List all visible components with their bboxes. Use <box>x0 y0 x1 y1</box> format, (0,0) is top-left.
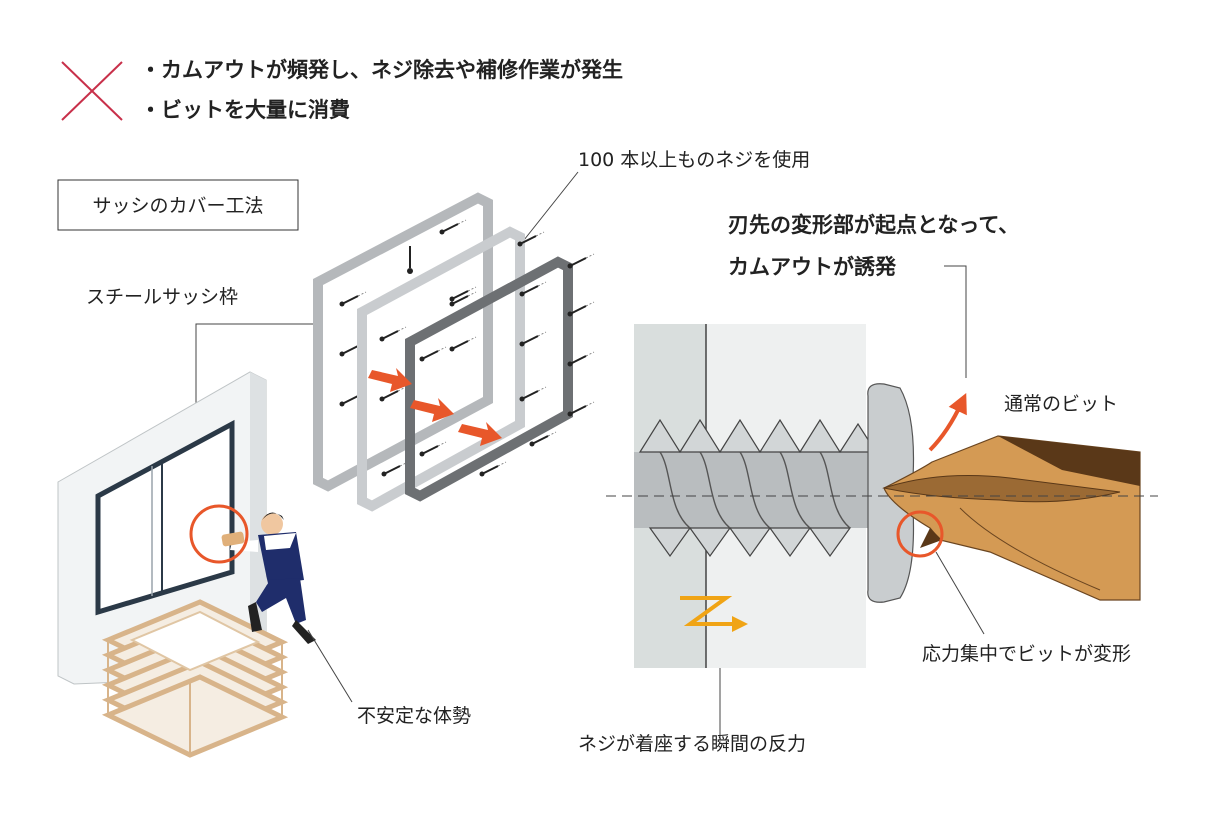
bit-tip <box>882 435 1141 601</box>
header-bullet-1: ・カムアウトが頻発し、ネジ除去や補修作業が発生 <box>140 58 623 82</box>
deform-leader <box>935 551 985 635</box>
camout-text-line2: カムアウトが誘発 <box>728 255 897 279</box>
steel-frame-front <box>405 253 595 502</box>
cross-mark-icon <box>61 61 123 121</box>
steel-frame-middle <box>357 226 547 512</box>
hand-highlight-circle <box>189 504 249 564</box>
worker-figure <box>221 512 316 644</box>
bit-deform-label: 応力集中でビットが変形 <box>922 643 1131 665</box>
screw-count-leader <box>523 171 579 241</box>
steel-frame-back <box>313 192 493 492</box>
method-box <box>57 179 299 231</box>
reaction-zigzag-icon <box>680 596 748 632</box>
normal-bit-label: 通常のビット <box>1004 393 1118 415</box>
posture-leader <box>307 629 353 703</box>
red-curved-arrow-icon <box>928 392 967 452</box>
camout-text-line1: 刃先の変形部が起点となって、 <box>728 213 1019 237</box>
steel-frame-label: スチールサッシ枠 <box>86 286 238 308</box>
deform-highlight-circle <box>896 510 944 558</box>
camout-leader <box>944 265 967 378</box>
method-box-label: サッシのカバー工法 <box>92 195 263 217</box>
reaction-label: ネジが着座する瞬間の反力 <box>578 733 806 755</box>
frame-stack <box>101 599 289 758</box>
screw-count-label: 100 本以上ものネジを使用 <box>578 149 810 171</box>
orange-arrow-icon <box>368 368 502 446</box>
posture-label: 不安定な体勢 <box>357 705 471 727</box>
header-bullet-2: ・ビットを大量に消費 <box>140 98 350 122</box>
